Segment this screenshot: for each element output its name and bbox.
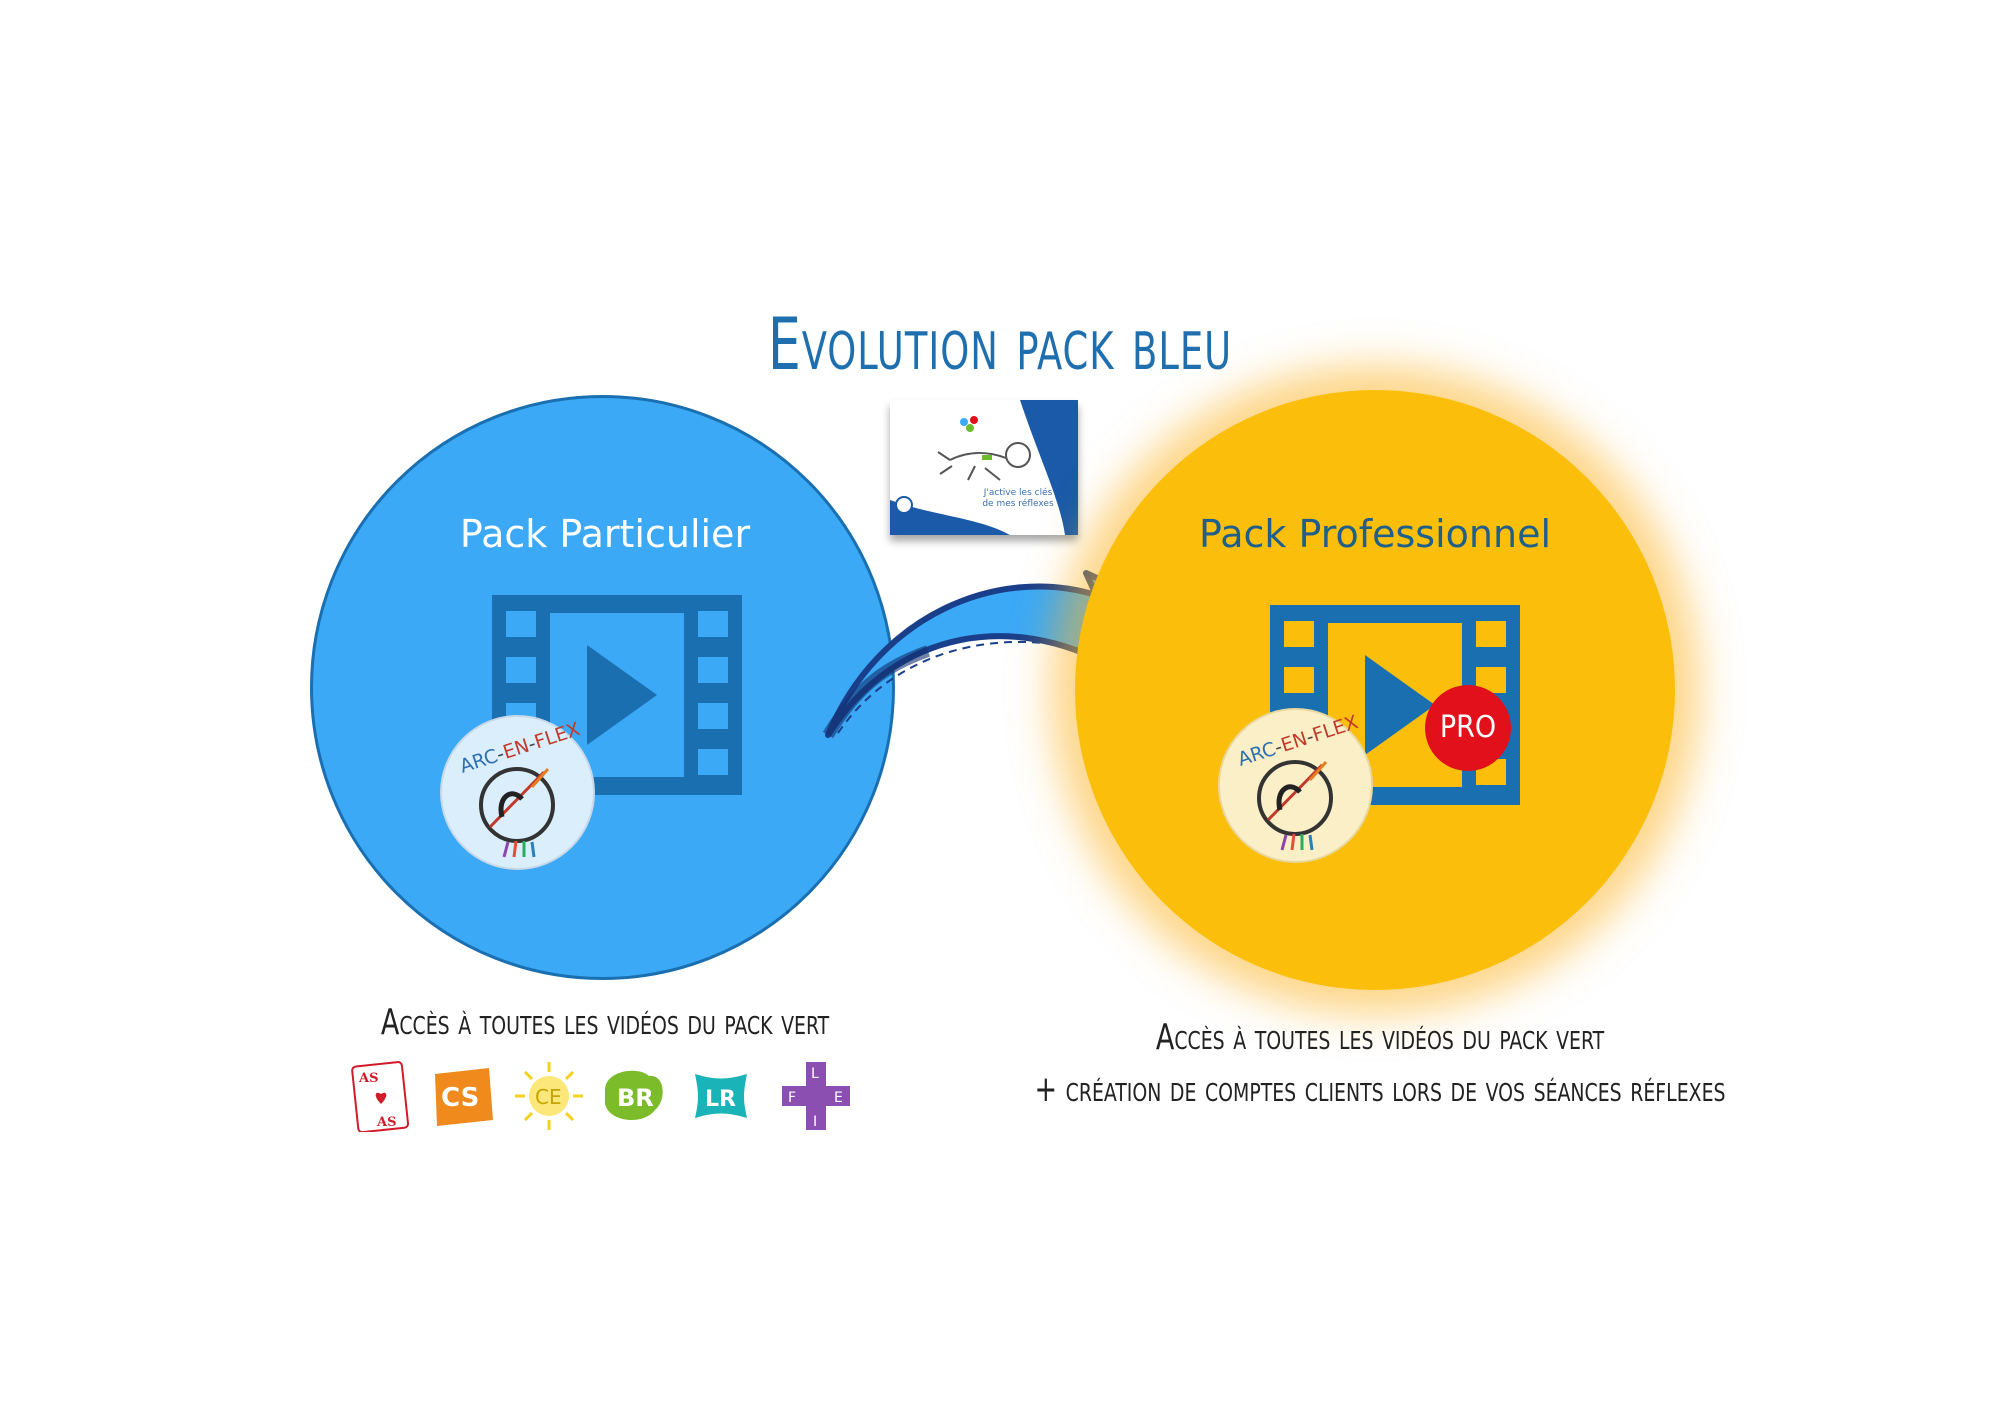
flei-letter-e: E — [834, 1090, 843, 1106]
flei-letter-i: I — [813, 1114, 817, 1130]
arc-en-flex-logo-left: ARC-EN-FLEX — [440, 715, 595, 870]
as-card-bottom-text: AS — [376, 1115, 396, 1130]
professionnel-caption-line2: + création de comptes clients lors de vo… — [1034, 1068, 1726, 1111]
cs-icon-text: CS — [441, 1083, 479, 1113]
particulier-caption: Accès à toutes les vidéos du pack vert — [380, 1001, 830, 1044]
as-card-top-text: AS — [358, 1071, 378, 1086]
pack-bleu-thumbnail: J'active les clés de mes réflexes — [890, 400, 1078, 535]
pack-professionnel-label: Pack Professionnel — [1198, 512, 1552, 556]
flei-cross-icon: F L E I — [782, 1062, 850, 1130]
br-icon-text: BR — [617, 1084, 654, 1112]
ce-sun-icon: CE — [515, 1062, 583, 1130]
flei-letter-l: L — [811, 1066, 819, 1082]
cs-icon: CS — [435, 1068, 493, 1126]
arc-en-flex-logo-right: ARC-EN-FLEX — [1218, 708, 1373, 863]
pro-badge: PRO — [1425, 685, 1511, 771]
pack-vert-icons-row: AS AS CS CE BR LR F L E I — [345, 1060, 905, 1140]
lr-icon-text: LR — [705, 1087, 736, 1112]
page-title: Evolution pack bleu — [767, 301, 1233, 387]
professionnel-caption-line1: Accès à toutes les vidéos du pack vert — [1155, 1016, 1605, 1059]
lr-icon: LR — [695, 1074, 747, 1118]
pack-particulier-label: Pack Particulier — [459, 512, 751, 556]
thumbnail-subtitle: J'active les clés de mes réflexes — [982, 488, 1054, 509]
flei-letter-f: F — [788, 1090, 796, 1106]
ce-icon-text: CE — [535, 1085, 562, 1109]
as-card-icon: AS AS — [351, 1061, 410, 1132]
br-icon: BR — [605, 1070, 663, 1121]
